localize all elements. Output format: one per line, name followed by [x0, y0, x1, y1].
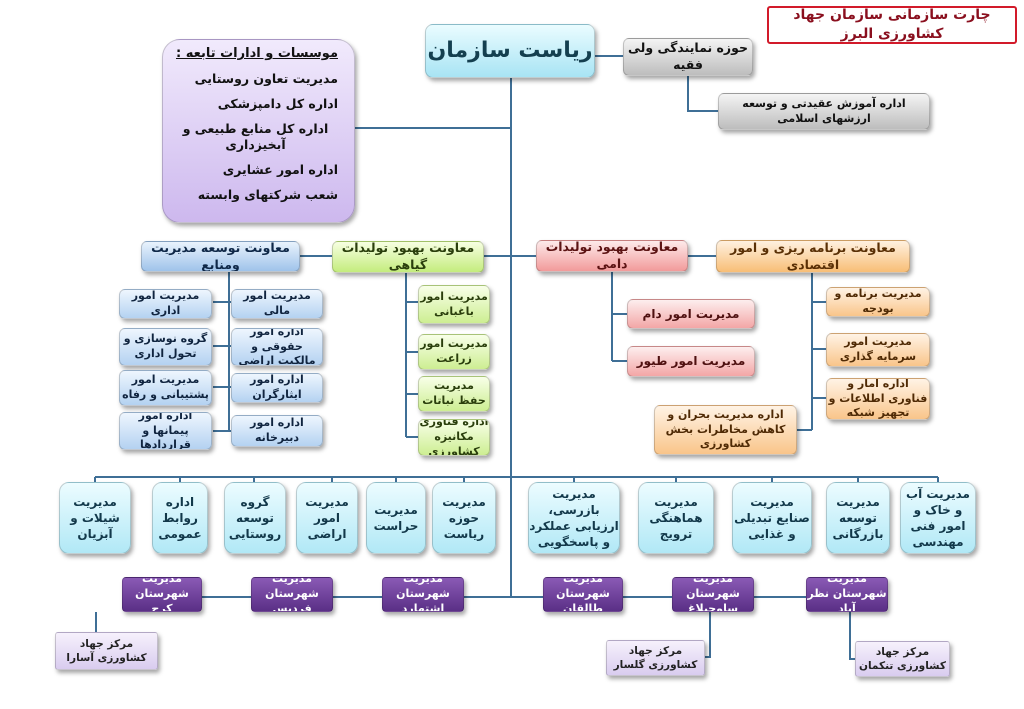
plant-unit: مدیریت امور باغبانی [418, 285, 490, 324]
directorate-node: مدیریت حوزه ریاست [432, 482, 496, 554]
county-node: مدیریت شهرستان فردیس [251, 577, 333, 612]
representative-child-line [687, 76, 720, 112]
resources-unit: گروه نوسازی و تحول اداری [119, 328, 212, 366]
county-node: مدیریت شهرستان اشتهارد [382, 577, 464, 612]
directorate-node: مدیریت توسعه بازرگانی [826, 482, 890, 554]
resources-unit: اداره امور حقوقی و مالکیت اراضی [231, 328, 323, 366]
crisis-management-unit: اداره مدیریت بحران و کاهش مخاطرات بخش کش… [654, 405, 797, 455]
resources-unit: اداره امور دبیرخانه [231, 415, 323, 447]
planning-unit: اداره آمار و فناوری اطلاعات و تجهیز شبکه [826, 378, 930, 420]
planning-unit: مدیریت برنامه و بودجه [826, 287, 930, 317]
resources-unit: مدیریت امور پشتیبانی و رفاه [119, 370, 212, 406]
representative-node: حوزه نمایندگی ولی فقیه [623, 38, 753, 76]
center-node: مرکز جهاد کشاورزی تنکمان [855, 641, 950, 677]
chart-title: چارت سازمانی سازمان جهاد کشاورزی البرز [767, 6, 1017, 44]
root-node: ریاست سازمان [425, 24, 595, 78]
county-node: مدیریت شهرستان ساوجبلاغ [672, 577, 754, 612]
affiliate-item: اداره کل دامپزشکی [217, 95, 338, 111]
deputy-resources-node: معاونت توسعه مدیریت ومنابع [141, 241, 300, 272]
deputy-plant-node: معاونت بهبود تولیدات گیاهی [332, 241, 484, 273]
affiliate-item: شعب شرکتهای وابسته [197, 187, 338, 203]
affiliate-item: اداره امور عشایری [222, 162, 338, 178]
affiliates-panel: موسسات و ادارات تابعه : مدیریت تعاون روس… [162, 39, 355, 223]
center-node: مرکز جهاد کشاورزی گلسار [606, 640, 705, 676]
affiliate-item: مدیریت تعاون روستایی [194, 70, 338, 86]
plant-unit: مدیریت امور زراعت [418, 334, 490, 370]
resources-unit: اداره امور پیمانها و قراردادها [119, 412, 212, 450]
directorate-node: مدیریت بازرسی، ارزیابی عملکرد و پاسخگویی [528, 482, 620, 554]
affiliate-item: اداره کل منابع طبیعی و آبخیزداری [182, 120, 329, 153]
deputy-livestock-node: معاونت بهبود تولیدات دامی [536, 240, 688, 272]
directorate-node: مدیریت هماهنگی ترویج [638, 482, 714, 554]
plant-unit: اداره فناوری مکانیزه کشاورزی [418, 419, 490, 456]
plant-unit: مدیریت حفظ نباتات [418, 376, 490, 412]
deputy-planning-node: معاونت برنامه ریزی و امور اقتصادی [716, 240, 910, 273]
directorate-node: مدیریت امور اراضی [296, 482, 358, 554]
directorate-node: مدیریت آب و خاک و امور فنی مهندسی [900, 482, 976, 554]
resources-unit: مدیریت امور اداری [119, 289, 212, 319]
affiliates-heading: موسسات و ادارات تابعه : [176, 46, 338, 62]
county-node: مدیریت شهرستان کرج [122, 577, 202, 612]
resources-unit: مدیریت امور مالی [231, 289, 323, 319]
planning-unit: مدیریت امور سرمایه گذاری [826, 333, 930, 367]
resources-unit: اداره امور ایثارگران [231, 373, 323, 403]
directorate-node: گروه توسعه روستایی [224, 482, 286, 554]
center-node: مرکز جهاد کشاورزی آسارا [55, 632, 158, 670]
county-node: مدیریت شهرستان نظر آباد [806, 577, 888, 612]
livestock-unit: مدیریت امور طیور [627, 346, 755, 377]
livestock-unit: مدیریت امور دام [627, 299, 755, 329]
directorate-node: مدیریت حراست [366, 482, 426, 554]
directorate-node: مدیریت شیلات و آبزیان [59, 482, 131, 554]
directorate-node: مدیریت صنایع تبدیلی و غذایی [732, 482, 812, 554]
ideological-education-node: اداره آموزش عقیدتی و توسعه ارزشهای اسلام… [718, 93, 930, 130]
county-node: مدیریت شهرستان طالقان [543, 577, 623, 612]
directorate-node: اداره روابط عمومی [152, 482, 208, 554]
